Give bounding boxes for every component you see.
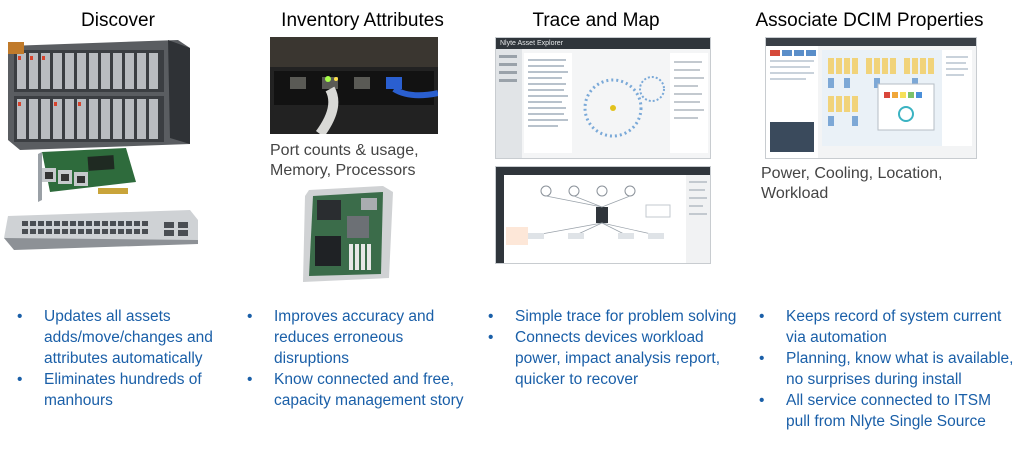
column-title: Discover — [81, 10, 155, 31]
blade-server-chassis-image — [8, 40, 190, 150]
inventory-bullets: Improves accuracy and reduces erroneous … — [244, 306, 474, 411]
trace-bullets: Simple trace for problem solving Connect… — [485, 306, 747, 390]
screenshot-title-bar: Nlyte Asset Explorer — [496, 38, 710, 49]
list-item: Connects devices workload power, impact … — [485, 327, 747, 390]
caption-line: Power, Cooling, Location, — [761, 165, 943, 182]
inventory-caption: Port counts & usage, Memory, Processors — [270, 141, 419, 181]
network-card-image — [36, 148, 138, 204]
column-associate-dcim-properties: Associate DCIM Properties — [755, 0, 1024, 452]
column-title: Associate DCIM Properties — [755, 10, 984, 31]
list-item: Know connected and free, capacity manage… — [244, 369, 474, 411]
screenshot-title: Nlyte Asset Explorer — [500, 40, 564, 47]
caption-line: Memory, Processors — [270, 162, 416, 179]
list-item: Eliminates hundreds of manhours — [14, 369, 234, 411]
caption-line: Port counts & usage, — [270, 142, 419, 159]
caption-line: Workload — [761, 185, 829, 202]
list-item: Improves accuracy and reduces erroneous … — [244, 306, 474, 369]
dcim-caption: Power, Cooling, Location, Workload — [761, 164, 942, 204]
column-title: Inventory Attributes — [281, 10, 444, 31]
list-item: Updates all assets adds/move/changes and… — [14, 306, 234, 369]
network-switch-image — [4, 210, 198, 250]
asset-explorer-screenshot: Nlyte Asset Explorer — [495, 37, 711, 159]
list-item: Keeps record of system current via autom… — [756, 306, 1018, 348]
topology-map-screenshot — [495, 166, 711, 264]
dcim-bullets: Keeps record of system current via autom… — [756, 306, 1018, 432]
list-item: Simple trace for problem solving — [485, 306, 747, 327]
list-item: All service connected to ITSM pull from … — [756, 390, 1018, 432]
server-motherboard-image — [303, 186, 393, 282]
column-title: Trace and Map — [532, 10, 660, 31]
ethernet-port-photo — [270, 37, 438, 134]
list-item: Planning, know what is available, no sur… — [756, 348, 1018, 390]
discover-bullets: Updates all assets adds/move/changes and… — [14, 306, 234, 411]
column-inventory-attributes: Inventory Attributes Port counts & usage… — [240, 0, 485, 452]
column-discover: Discover — [0, 0, 240, 452]
dcim-floor-plan-screenshot — [765, 37, 977, 159]
column-trace-and-map: Trace and Map Nlyte Asset Explorer — [485, 0, 755, 452]
